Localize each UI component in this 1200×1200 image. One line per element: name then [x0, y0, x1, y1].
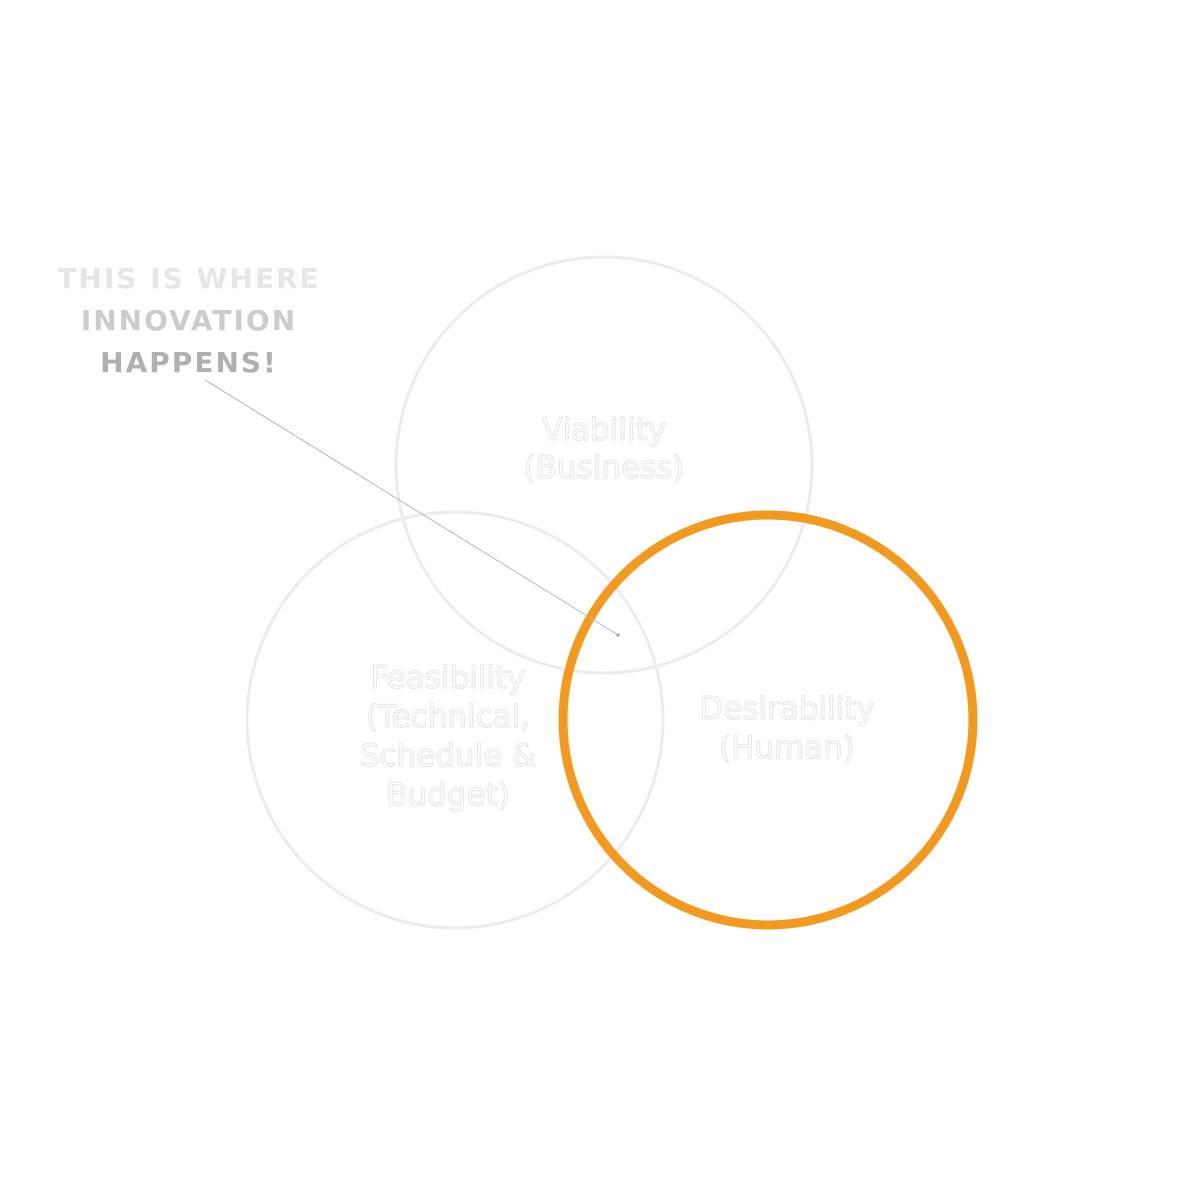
viability-label-line1: Viability [542, 412, 666, 448]
callout-pointer-dot [616, 633, 620, 637]
desirability-label-line2: (Human) [719, 730, 855, 766]
feasibility-label-line4: Budget) [386, 777, 510, 813]
feasibility-circle [245, 510, 665, 930]
desirability-circle [558, 510, 978, 930]
feasibility-label-line1: Feasibility [371, 660, 526, 696]
callout-line2: INNOVATION [81, 304, 297, 337]
callout-pointer-line [204, 379, 619, 636]
desirability-label-line1: Desirability [699, 691, 874, 727]
callout-line1: THIS IS WHERE [57, 262, 320, 295]
viability-label-line2: (Business) [524, 450, 685, 486]
feasibility-label-line2: (Technical, [366, 699, 530, 735]
viability-circle [394, 255, 814, 675]
callout-line3: HAPPENS! [100, 346, 278, 379]
feasibility-label-line3: Schedule & [360, 738, 536, 774]
